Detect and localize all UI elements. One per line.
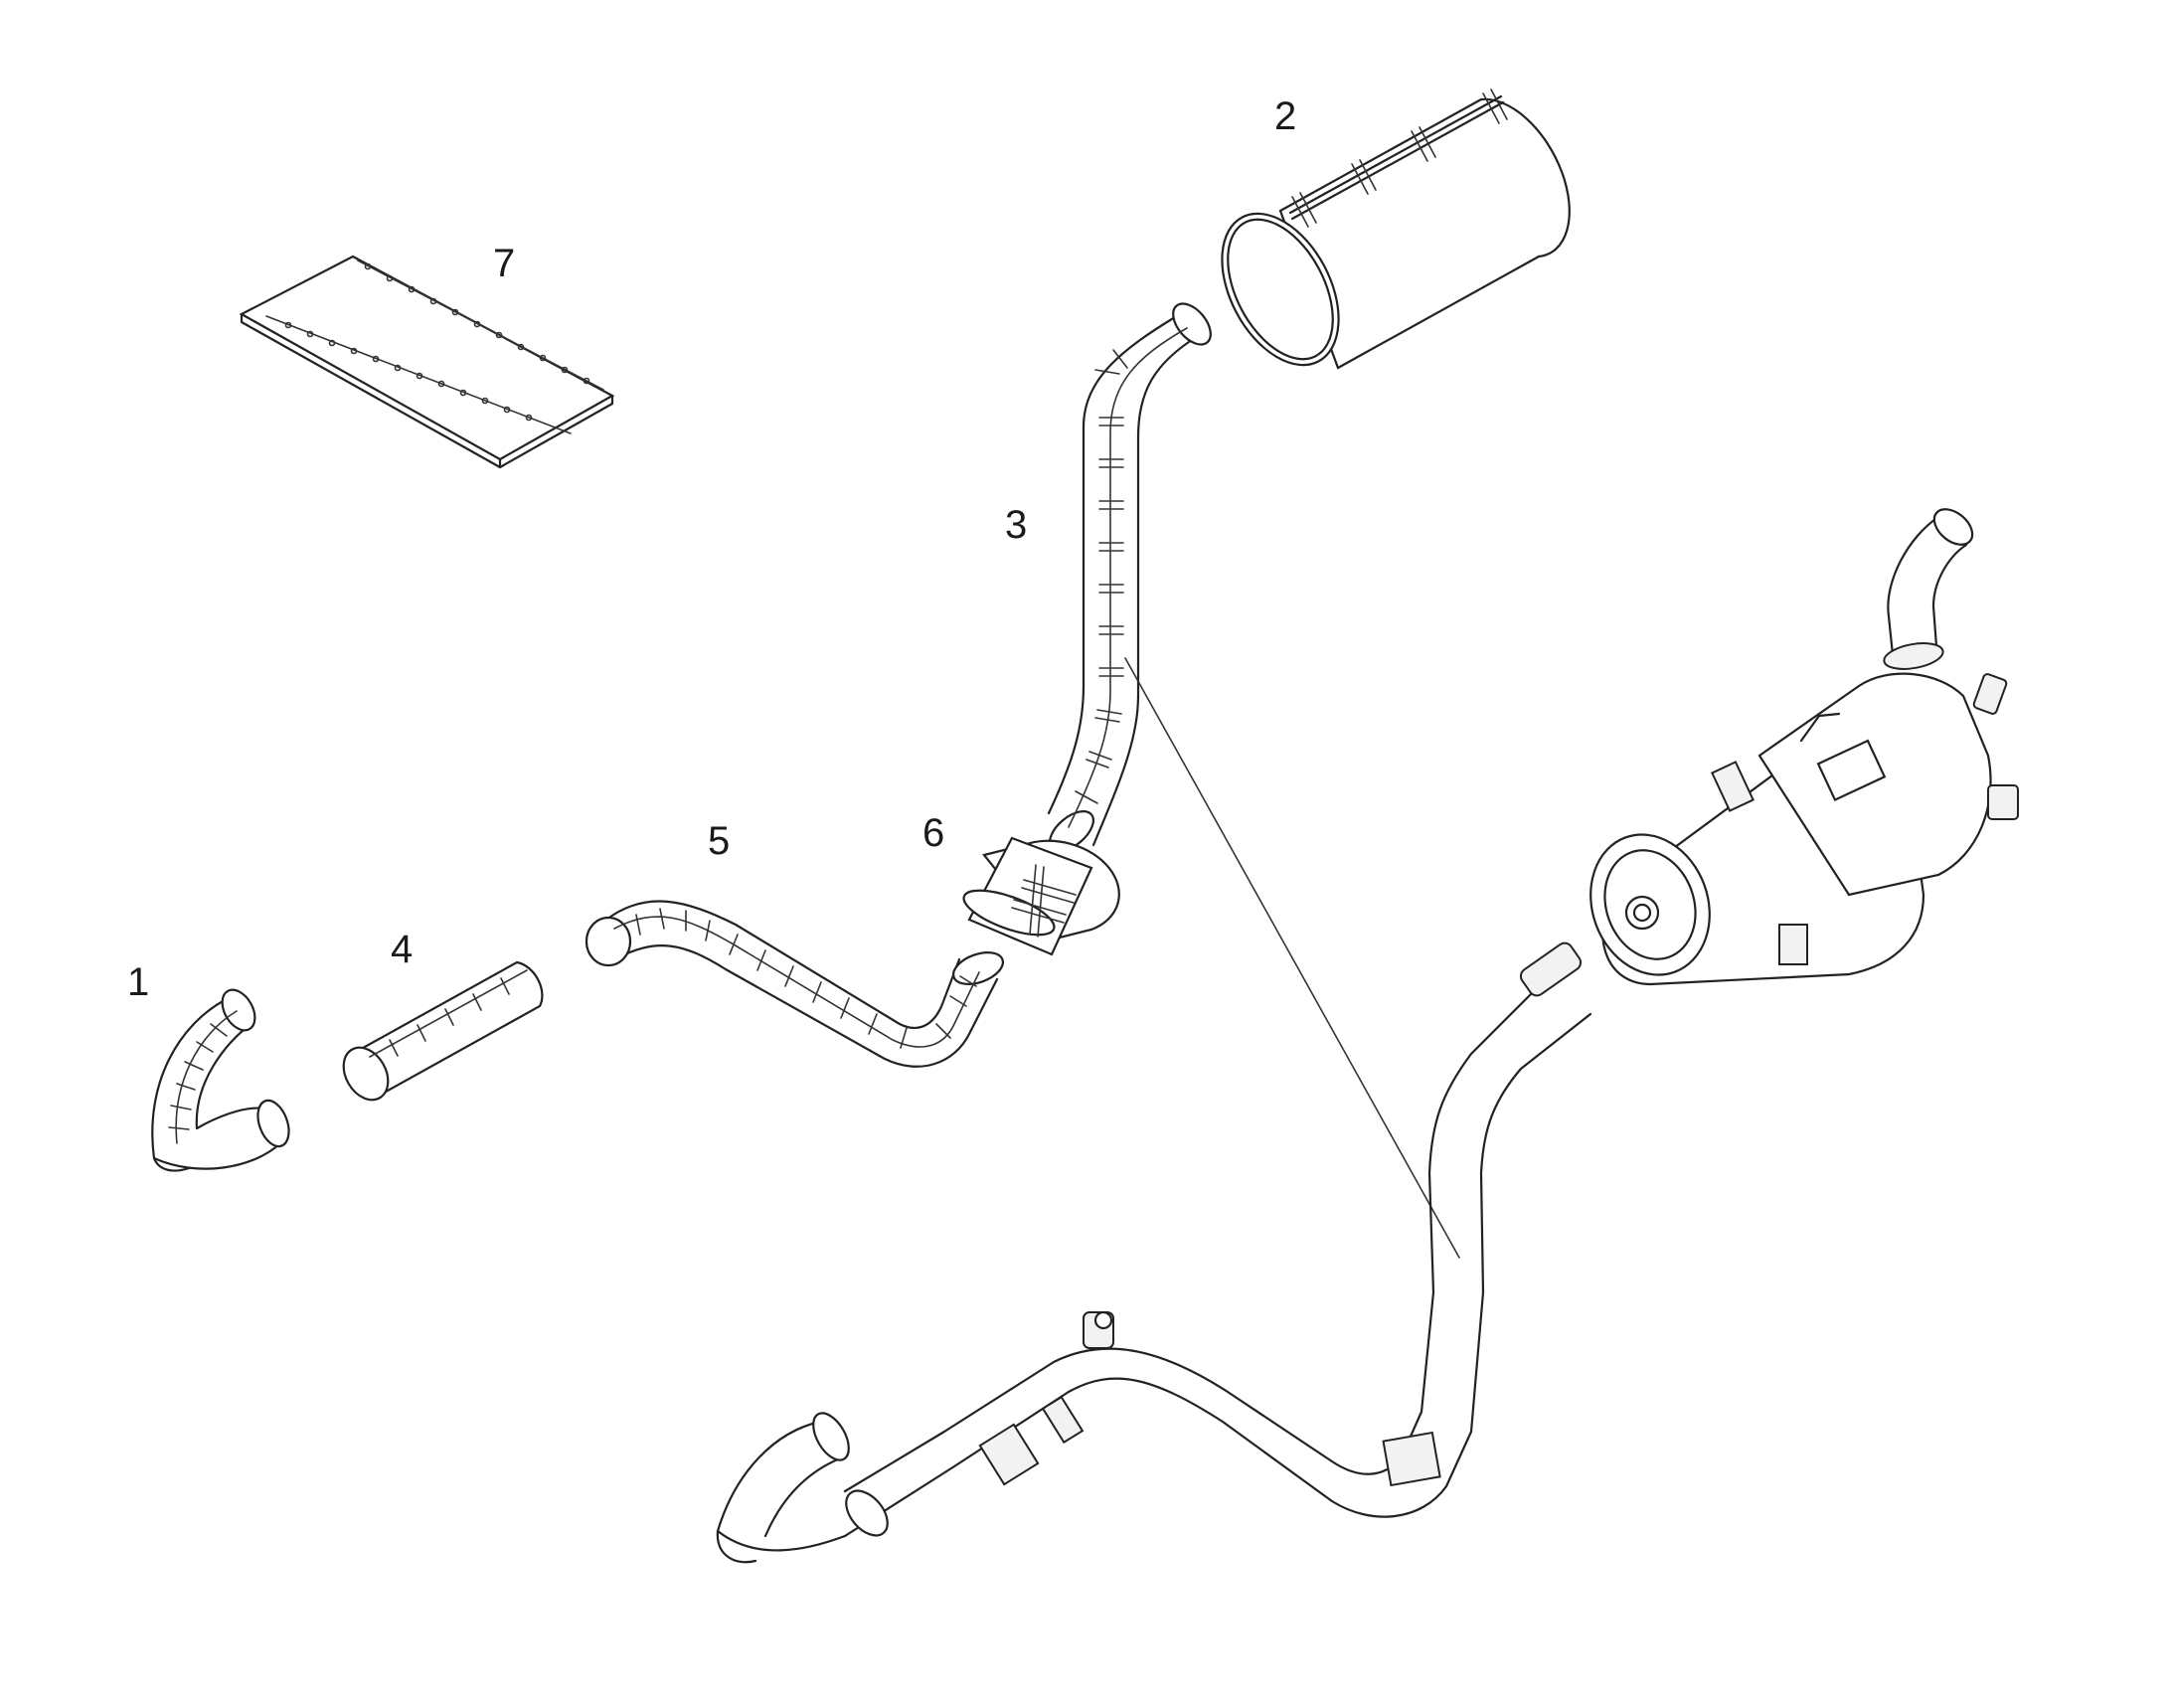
exhaust-assembly: [716, 508, 2019, 1564]
part-1-elbow-pipe-wrap: [151, 988, 290, 1172]
callout-5: 5: [708, 819, 731, 863]
part-3-bent-pipe-wrap: [1047, 302, 1212, 852]
callout-6: 6: [922, 811, 945, 855]
callout-4: 4: [391, 928, 414, 971]
part-5-s-pipe-wrap: [585, 900, 1004, 1068]
part-6-short-sleeve: [962, 836, 1120, 956]
callout-3: 3: [1005, 503, 1028, 547]
leader-line: [1124, 657, 1460, 1259]
part-2-cylinder-wrap: [1221, 88, 1571, 370]
callout-2: 2: [1274, 94, 1297, 138]
callout-1: 1: [127, 960, 150, 1004]
part-4-straight-pipe-wrap: [342, 960, 544, 1102]
callout-7: 7: [493, 242, 516, 285]
part-7-insulation-blanket: [239, 255, 615, 469]
